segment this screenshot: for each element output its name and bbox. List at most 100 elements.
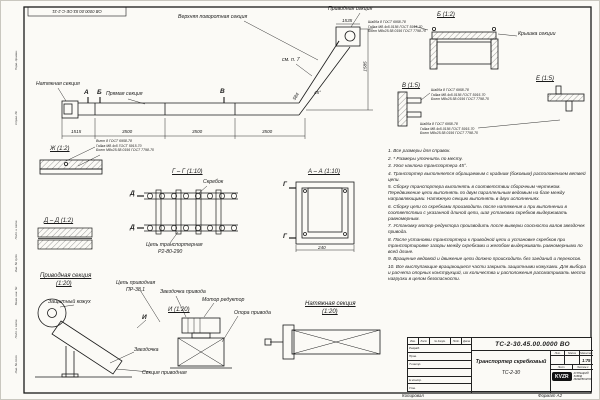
dim-45deg: 45° bbox=[314, 90, 321, 95]
margin-label: Взам. инв. № bbox=[14, 286, 18, 306]
dim-3500-1: 3500 bbox=[122, 129, 133, 134]
note-item: 7. Установку мотор-редуктора производить… bbox=[388, 223, 585, 235]
dim-1535: 1535 bbox=[342, 18, 353, 23]
margin-label: Перв. примен. bbox=[14, 50, 18, 70]
tb-row-label: Н.контр. bbox=[409, 378, 422, 382]
view-gg bbox=[137, 185, 238, 244]
callout-line: Болт М8х25.58.0156 ГОСТ 7798-70 bbox=[96, 148, 154, 153]
scale-value: 1:75 bbox=[582, 357, 591, 363]
designation-stamp: ОВ 0000.00.53.ОЕ-С-2-31 bbox=[52, 9, 102, 14]
label-drive-sprocket: Звездочка привода bbox=[160, 289, 206, 295]
title-block-header-row: Изм. Лист № докум. Подп. Дата bbox=[408, 338, 471, 345]
callout-line: Болт М8х25.58.0156 ГОСТ 7798-70 bbox=[368, 29, 426, 34]
callout-fasteners-v: Шайба 8 ГОСТ 6958-78 Гайка М8.4х5.0156 Г… bbox=[431, 88, 489, 102]
tb-col: Изм. bbox=[408, 338, 419, 344]
note-item: 9. Вращение ведомой и движение цепи долж… bbox=[388, 256, 582, 262]
tb-row-utv: Утв. bbox=[408, 384, 471, 392]
section-letter-v: В bbox=[220, 88, 225, 95]
callout-line: Шайба 8 ГОСТ 6958-78 bbox=[431, 88, 469, 92]
sheets-label: Листов 1 bbox=[576, 365, 589, 369]
mass-value bbox=[565, 356, 580, 364]
section-letter-i: И bbox=[142, 314, 147, 321]
callout-line: Гайка М8.4х5.0156 ГОСТ 5915-70 bbox=[420, 126, 475, 131]
label-upper-section: Верхняя поворотная секция bbox=[178, 14, 248, 20]
heading-drive-section: Приводная секция bbox=[40, 273, 92, 279]
callout-line: Болт М8х25.58.0156 ГОСТ 7798-70 bbox=[431, 97, 489, 102]
tb-row-label: Разраб. bbox=[409, 346, 420, 351]
dim-3500-3: 3500 bbox=[262, 129, 273, 134]
label-scraper: Скребок bbox=[203, 179, 224, 185]
callout-fasteners-e: Шайба 8 ГОСТ 6958-78 Гайка М8.4х5.0156 Г… bbox=[420, 122, 478, 136]
callout-fasteners-zh: Винт 8 ГОСТ 6958-78 Гайка М8.4х5 ГОСТ 59… bbox=[96, 139, 154, 153]
title-block-name: Транспортер скребковый ТС-2-30 bbox=[472, 351, 551, 393]
callout-line: Шайба 8 ГОСТ 6958-78 bbox=[420, 122, 458, 126]
heading-view-zh: Ж (1:2) bbox=[50, 146, 70, 152]
view-dd bbox=[37, 227, 93, 250]
tb-row-empty bbox=[408, 369, 471, 377]
tb-row-nkontr: Н.контр. bbox=[408, 377, 471, 385]
callout-line: Гайка М8.4х5 ГОСТ 5915-70 bbox=[96, 143, 142, 148]
incline-view bbox=[243, 12, 373, 116]
dim-240: 240 bbox=[318, 245, 326, 250]
footer-format: Формат А2 bbox=[538, 393, 563, 398]
sheet-label: Лист bbox=[551, 365, 573, 369]
section-letter-g1: Г bbox=[283, 181, 287, 188]
view-zh bbox=[39, 146, 103, 175]
note-item: 5. Сборку транспортера выполнять в соотв… bbox=[388, 184, 565, 202]
footer-copy: Копировал bbox=[402, 393, 424, 398]
title-block-signatures: Изм. Лист № докум. Подп. Дата Разраб. Пр… bbox=[408, 338, 472, 393]
lit-label: Лит. bbox=[551, 351, 566, 355]
label-guard: Защитный кожух bbox=[48, 299, 91, 305]
tb-row-tkontr: Т.контр. bbox=[408, 361, 471, 369]
kvzr-logo: KVZR bbox=[552, 372, 572, 382]
heading-view-aa: А – А (1:10) bbox=[308, 169, 341, 175]
view-e bbox=[477, 85, 585, 129]
margin-label: Справ. № bbox=[14, 111, 18, 125]
heading-view-v: В (1:5) bbox=[402, 83, 421, 89]
side-view bbox=[57, 87, 306, 139]
callout-fasteners-b: Шайба 8 ГОСТ 6958-78 Гайка М8.4х5.0156 Г… bbox=[368, 20, 426, 34]
view-aa bbox=[289, 181, 355, 252]
drive-section-view bbox=[35, 298, 151, 378]
callout-line: Винт 8 ГОСТ 6958-78 bbox=[96, 139, 132, 143]
note-item: 4. Транспортер выполняется обращаемым с … bbox=[388, 170, 586, 182]
tb-col: Подп. bbox=[451, 338, 463, 344]
drawing-title: Транспортер скребковый bbox=[475, 359, 547, 365]
tb-row-label: Т.контр. bbox=[409, 362, 422, 367]
dim-1585: 1585 bbox=[362, 61, 368, 72]
label-motor: Мотор редуктор bbox=[202, 297, 245, 303]
heading-tension-section-bottom: Натяжная секция bbox=[305, 301, 356, 307]
tb-values-row: 1:75 bbox=[551, 356, 593, 365]
heading-view-b: Б (1:2) bbox=[437, 12, 455, 18]
label-drive-chain-model: ПР-38,1 bbox=[126, 287, 146, 293]
note-item: 3. Угол наклона транспортера 45°. bbox=[388, 163, 468, 169]
heading-view-i: И (1:20) bbox=[168, 307, 190, 313]
heading-view-dd: Д – Д (1:2) bbox=[44, 218, 74, 224]
heading-drive-section-scale: (1:20) bbox=[56, 281, 72, 287]
section-letter-b: Б bbox=[97, 89, 102, 96]
heading-tension-section-scale: (1:20) bbox=[322, 309, 338, 315]
label-cover: Крышка секции bbox=[518, 31, 556, 37]
technical-notes: 1. Все размеры для справок. 2. * Размеры… bbox=[388, 148, 589, 283]
view-i bbox=[139, 289, 239, 369]
label-straight-section: Прямая секция bbox=[106, 91, 143, 97]
note-item: 10. Все выступающие вращающиеся части за… bbox=[388, 263, 586, 281]
label-drive-support: Опора привода bbox=[234, 310, 271, 316]
label-drive-section-top: Приводная секция bbox=[328, 6, 373, 12]
view-b bbox=[413, 25, 518, 70]
document-number: ТС-2-30.45.00.0000 ВО bbox=[472, 338, 593, 351]
section-letter-d2: Д bbox=[130, 224, 135, 231]
note-item: 6. Сборку цепи со скребками производить … bbox=[388, 203, 568, 221]
tension-section-view bbox=[264, 324, 381, 360]
label-chain-model: Р2-80-290 bbox=[158, 249, 183, 255]
heading-view-gg: Г – Г (1:10) bbox=[172, 169, 203, 175]
note-item: 8. После установки транспортера к привод… bbox=[388, 236, 583, 254]
tb-logo-row: KVZR Кузнецкий завод резервуаров bbox=[551, 370, 593, 383]
tb-row-prov: Пров. bbox=[408, 353, 471, 361]
tb-col: № докум. bbox=[430, 338, 452, 344]
margin-label: Подп. и дата bbox=[14, 319, 18, 339]
section-letter-a: А bbox=[84, 89, 89, 96]
tb-lit-row: Лит. Масса Масштаб bbox=[551, 351, 593, 356]
